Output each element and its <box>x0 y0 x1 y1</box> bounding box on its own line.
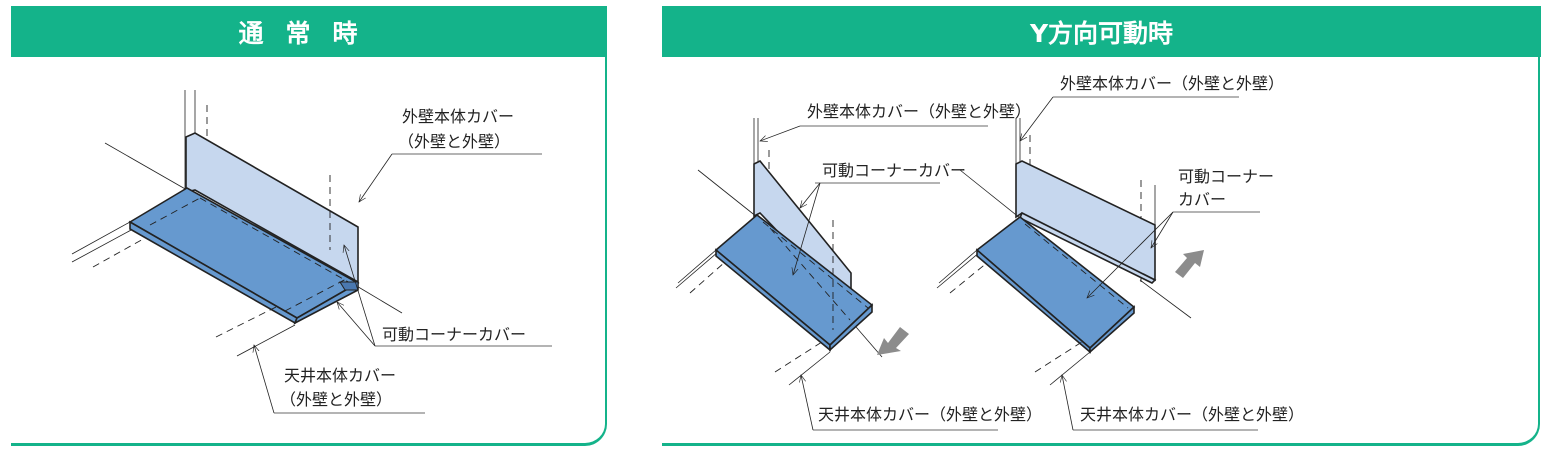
normal-state-title: 通常時 <box>238 18 380 48</box>
normal-labels: 外壁本体カバー （外壁と外壁） 可動コーナーカバー 天井本体カバー （外壁と外壁… <box>254 107 552 414</box>
wall-cover-label: 外壁本体カバー（外壁と外壁） <box>1060 74 1284 93</box>
ceiling-cover-label: 天井本体カバー <box>284 366 396 385</box>
move-direction-arrow <box>1175 250 1204 278</box>
y-move-header: Y方向可動時 <box>662 6 1541 57</box>
wall-cover-label: 外壁本体カバー <box>402 107 514 126</box>
ceiling-cover-label: 天井本体カバー（外壁と外壁） <box>818 405 1042 424</box>
y-move-right-labels: 外壁本体カバー（外壁と外壁） 可動コーナー カバー 天井本体カバー（外壁と外壁） <box>1020 74 1304 431</box>
ceiling-cover-label: 天井本体カバー（外壁と外壁） <box>1080 405 1304 424</box>
normal-diagram <box>71 90 403 357</box>
normal-state-panel <box>11 57 607 446</box>
corner-cover-sublabel: カバー <box>1178 190 1226 209</box>
y-move-panel <box>662 57 1540 446</box>
y-move-title: Y方向可動時 <box>1029 18 1174 48</box>
y-move-diagram-right <box>936 118 1204 386</box>
normal-state-header: 通常時 <box>11 6 607 57</box>
y-move-diagram-left <box>675 118 909 386</box>
wall-cover-label: 外壁本体カバー（外壁と外壁） <box>807 102 1031 121</box>
corner-cover-label: 可動コーナー <box>1178 167 1274 186</box>
wall-cover-sublabel: （外壁と外壁） <box>398 132 510 151</box>
corner-cover-label: 可動コーナーカバー <box>822 161 966 180</box>
y-move-left-labels: 外壁本体カバー（外壁と外壁） 可動コーナーカバー 天井本体カバー（外壁と外壁） <box>760 102 1042 431</box>
ceiling-cover-sublabel: （外壁と外壁） <box>280 390 392 409</box>
corner-cover-label: 可動コーナーカバー <box>382 325 526 344</box>
move-direction-arrow <box>877 327 909 355</box>
